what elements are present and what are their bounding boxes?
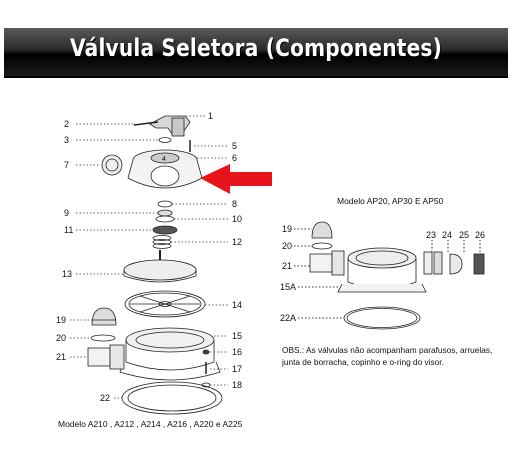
right-exploded-view (309, 221, 485, 330)
right-part-labels: 19 20 21 15A 22A 23 24 25 26 (280, 224, 485, 323)
label-5: 5 (232, 141, 237, 151)
label-3: 3 (64, 135, 69, 145)
label-r24: 24 (442, 230, 452, 240)
part-union (87, 344, 125, 370)
label-4: 4 (162, 156, 166, 163)
label-r23: 23 (426, 230, 436, 240)
label-16: 16 (232, 347, 242, 357)
label-21: 21 (56, 352, 66, 362)
part-sight-glass (101, 154, 123, 176)
part-10 (155, 215, 175, 223)
part-body (119, 327, 221, 381)
label-18: 18 (232, 380, 242, 390)
label-14: 14 (232, 300, 242, 310)
label-19: 19 (56, 315, 66, 325)
part-16 (202, 349, 210, 355)
observation-note: OBS.: As válvulas não acompanham parafus… (282, 345, 493, 367)
part-rotor (123, 250, 197, 283)
label-20: 20 (56, 333, 66, 343)
leader-lines-right (294, 228, 481, 319)
part-gasket (124, 290, 206, 318)
part-oring-20 (90, 334, 116, 342)
label-10: 10 (232, 214, 242, 224)
label-r19: 19 (282, 224, 292, 234)
part-pin (133, 121, 159, 126)
label-8: 8 (232, 199, 237, 209)
left-part-labels: 1 2 3 4 5 6 7 8 9 10 11 12 13 14 15 16 1… (56, 111, 242, 403)
part-spring (152, 235, 172, 249)
label-6: 6 (232, 153, 237, 163)
label-r21: 21 (282, 261, 292, 271)
label-7: 7 (64, 160, 69, 170)
label-15: 15 (232, 331, 242, 341)
leader-lines-left (70, 115, 228, 399)
right-caption: Modelo AP20, AP30 E AP50 (337, 196, 444, 206)
label-1: 1 (208, 111, 213, 121)
label-12: 12 (232, 237, 242, 247)
label-r26: 26 (475, 230, 485, 240)
part-8 (157, 200, 173, 208)
title-banner: Válvula Seletora (Componentes) (4, 28, 508, 78)
page-title: Válvula Seletora (Componentes) (70, 34, 442, 62)
part-handle (149, 115, 191, 137)
label-r15a: 15A (280, 282, 296, 292)
part-9 (157, 209, 173, 217)
label-r22a: 22A (280, 313, 296, 323)
part-11 (152, 225, 178, 235)
left-caption: Modelo A210 , A212 , A214 , A216 , A220 … (58, 419, 243, 429)
label-11: 11 (64, 225, 73, 235)
label-22: 22 (100, 393, 110, 403)
part-cup (91, 307, 117, 326)
label-9: 9 (64, 208, 69, 218)
label-17: 17 (232, 364, 242, 374)
part-cover (127, 149, 203, 189)
part-washer (158, 137, 172, 143)
highlight-arrow-icon (200, 164, 272, 194)
label-2: 2 (64, 119, 69, 129)
label-r20: 20 (282, 241, 292, 251)
label-r25: 25 (459, 230, 469, 240)
label-13: 13 (62, 269, 72, 279)
part-base-ring (121, 381, 223, 415)
